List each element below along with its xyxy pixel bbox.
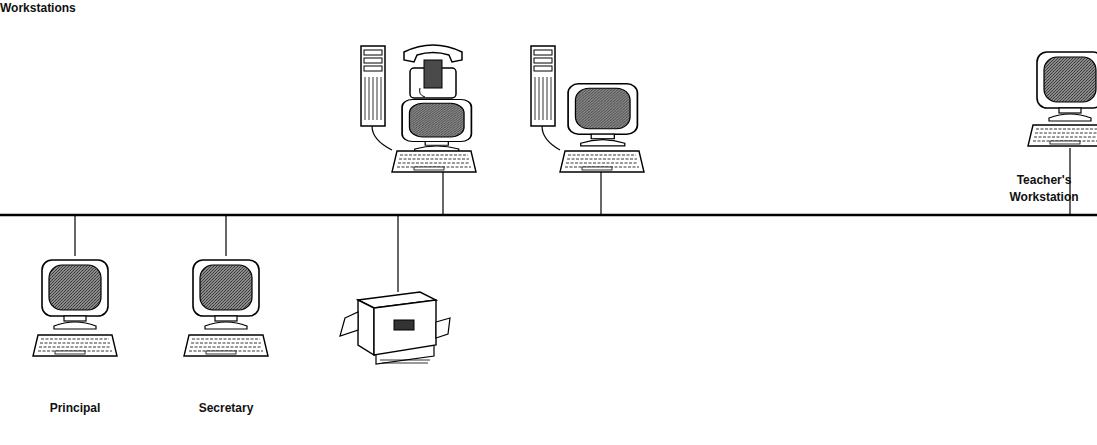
figure-label: Workstations bbox=[0, 0, 140, 17]
device-label: Principal bbox=[35, 400, 115, 417]
device-label: Teacher's Workstation bbox=[1003, 172, 1085, 206]
device-label: Secretary bbox=[186, 400, 266, 417]
